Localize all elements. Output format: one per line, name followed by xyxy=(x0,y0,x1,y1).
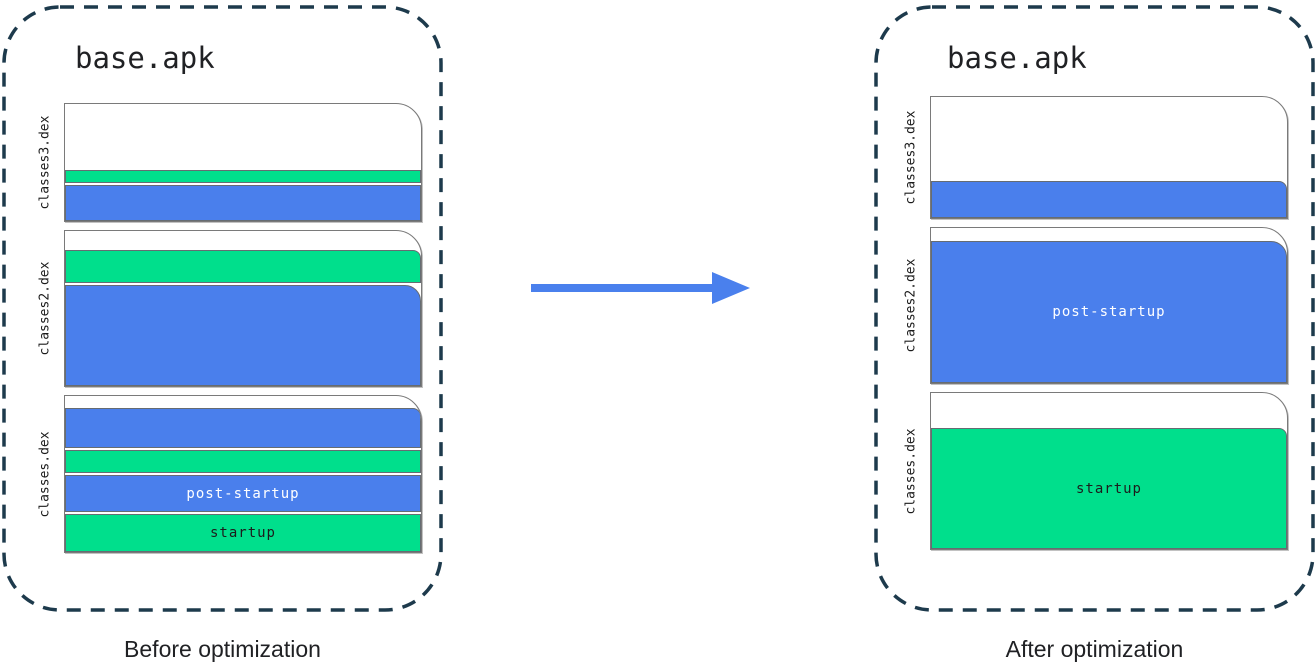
dex-file-name-label: classes2.dex xyxy=(892,227,930,384)
apk-title: base.apk xyxy=(947,41,1087,75)
dex-file: classes2.dex xyxy=(26,230,424,387)
dex-file: classes.dex startup xyxy=(892,392,1290,550)
unused-space-segment xyxy=(65,231,421,250)
dex-file-name-text: classes2.dex xyxy=(903,258,919,353)
before-container-dashed-border xyxy=(2,5,443,612)
dex-file-document xyxy=(64,103,422,222)
apk-title: base.apk xyxy=(75,41,215,75)
dex-file-name-label: classes3.dex xyxy=(26,103,64,222)
dex-file-name-label: classes2.dex xyxy=(26,230,64,387)
dex-file-document: post-startup xyxy=(930,227,1288,384)
dex-file-name-text: classes3.dex xyxy=(37,115,53,210)
after-panel: base.apk classes3.dex classes2.dex post-st… xyxy=(874,5,1315,662)
unused-space-segment xyxy=(931,393,1287,428)
dex-file-document xyxy=(930,96,1288,219)
dex-file: classes2.dex post-startup xyxy=(892,227,1290,384)
dex-file-list: classes3.dex classes2.dex classes.dex post-… xyxy=(26,103,424,561)
dex-file-name-label: classes3.dex xyxy=(892,96,930,219)
unused-space-segment xyxy=(65,396,421,408)
dex-file: classes3.dex xyxy=(26,103,424,222)
dex-file-name-text: classes.dex xyxy=(903,427,919,515)
post-startup-code-segment xyxy=(65,408,421,448)
startup-code-segment xyxy=(65,250,421,283)
dex-file-name-text: classes2.dex xyxy=(37,261,53,356)
unused-space-segment xyxy=(65,104,421,170)
dex-file-name-text: classes.dex xyxy=(37,430,53,518)
after-container-dashed-border xyxy=(874,5,1315,612)
dex-file-document: startup xyxy=(930,392,1288,550)
post-startup-code-segment: post-startup xyxy=(931,241,1287,383)
startup-code-segment: startup xyxy=(931,428,1287,549)
dex-file-name-text: classes3.dex xyxy=(903,110,919,205)
after-caption: After optimization xyxy=(1005,636,1184,662)
post-startup-code-segment xyxy=(65,285,421,386)
dex-file-document xyxy=(64,230,422,387)
unused-space-segment xyxy=(931,97,1287,181)
post-startup-code-segment xyxy=(65,185,421,221)
post-startup-code-segment: post-startup xyxy=(65,475,421,512)
dex-file: classes3.dex xyxy=(892,96,1290,219)
dex-file-name-label: classes.dex xyxy=(26,395,64,553)
arrow-right-icon xyxy=(531,272,750,304)
startup-code-segment xyxy=(65,170,421,183)
dex-file-name-label: classes.dex xyxy=(892,392,930,550)
startup-code-segment xyxy=(65,450,421,473)
before-caption: Before optimization xyxy=(124,636,321,662)
startup-code-segment: startup xyxy=(65,514,421,552)
post-startup-code-segment xyxy=(931,181,1287,218)
unused-space-segment xyxy=(931,228,1287,241)
